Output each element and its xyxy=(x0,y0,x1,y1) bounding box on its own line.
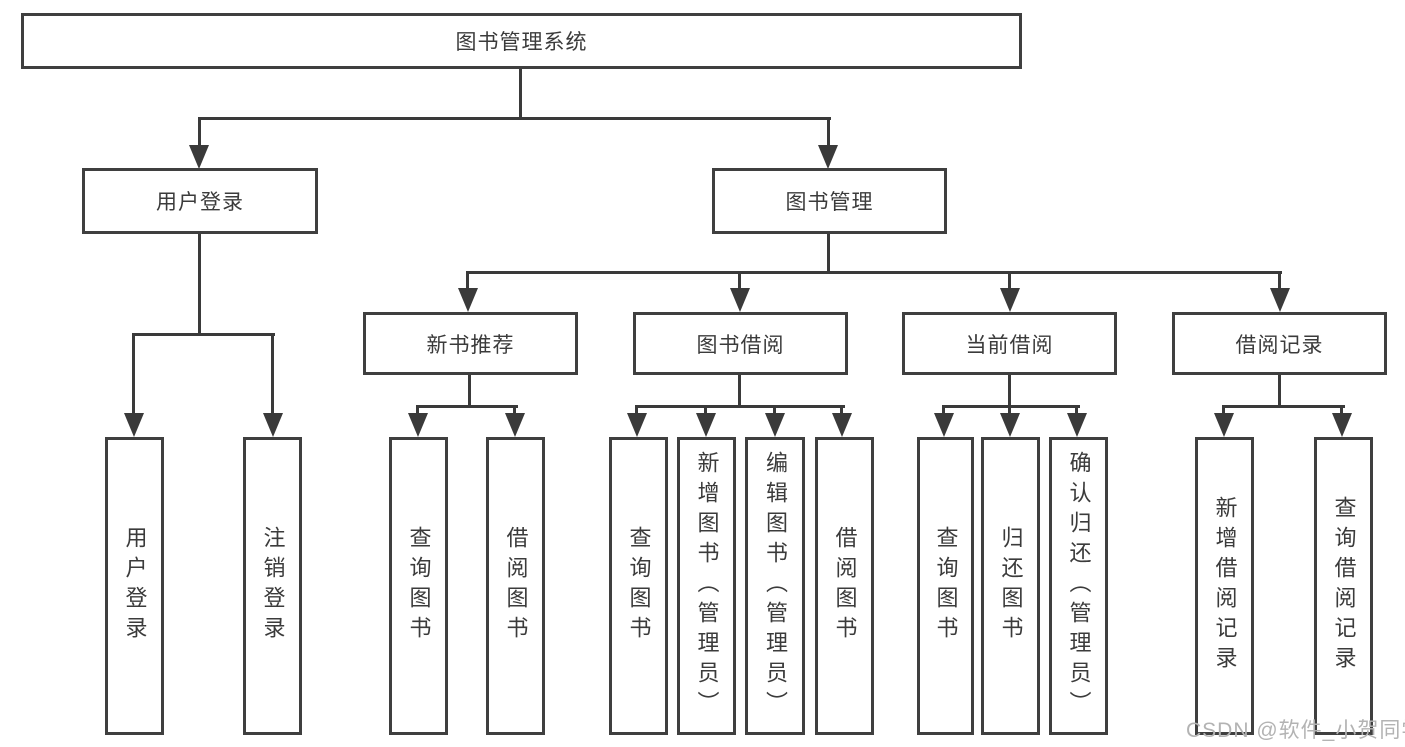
node-borrowing-records: 借阅记录 xyxy=(1172,312,1387,375)
node-current-borrowing-label: 当前借阅 xyxy=(965,333,1054,357)
connector-user-login-drop-left xyxy=(132,335,135,415)
arrow-to-current-borrowing xyxy=(1000,288,1020,312)
leaf-logout: 注销登录 xyxy=(243,437,302,735)
leaf-query-books-recommend: 查询图书 xyxy=(389,437,448,735)
arrow-to-leaf-user-login xyxy=(124,413,144,437)
node-user-login-label: 用户登录 xyxy=(156,191,244,214)
connector-records-drop-2 xyxy=(1340,407,1343,415)
leaf-query-borrow-record: 查询借阅记录 xyxy=(1314,437,1373,735)
csdn-watermark: CSDN @软件_小贺同学 xyxy=(1186,719,1405,742)
connector-current-drop-3 xyxy=(1075,407,1078,415)
leaf-logout-label: 注销登录 xyxy=(260,526,286,646)
connector-level3-drop-1 xyxy=(466,273,469,290)
leaf-query-books-current: 查询图书 xyxy=(917,437,974,735)
connector-borrowing-drop-1 xyxy=(635,407,638,415)
leaf-query-books-recommend-label: 查询图书 xyxy=(406,526,432,646)
arrow-to-book-borrowing xyxy=(730,288,750,312)
connector-level3-drop-2 xyxy=(738,273,741,290)
arrow-to-leaf-query-books-borrowing xyxy=(627,413,647,437)
arrow-to-leaf-borrow-books-borrowing xyxy=(832,413,852,437)
leaf-confirm-return-admin-label: 确认归还（管理员） xyxy=(1066,451,1092,721)
arrow-to-leaf-add-borrow-record xyxy=(1214,413,1234,437)
leaf-add-book-admin-label: 新增图书（管理员） xyxy=(694,451,720,721)
arrow-to-leaf-add-book-admin xyxy=(696,413,716,437)
connector-current-drop-2 xyxy=(1008,407,1011,415)
connector-level2-drop-right xyxy=(827,119,830,146)
connector-borrowing-drop-3 xyxy=(773,407,776,415)
arrow-to-user-login xyxy=(189,145,209,169)
leaf-add-borrow-record: 新增借阅记录 xyxy=(1195,437,1254,735)
arrow-to-leaf-return-book xyxy=(1000,413,1020,437)
connector-borrowing-horizontal xyxy=(635,405,845,408)
connector-level3-horizontal xyxy=(466,271,1282,274)
node-root-library-system: 图书管理系统 xyxy=(21,13,1022,69)
connector-level3-drop-3 xyxy=(1008,273,1011,290)
leaf-user-login: 用户登录 xyxy=(105,437,164,735)
connector-user-login-stem xyxy=(198,233,201,336)
leaf-query-books-current-label: 查询图书 xyxy=(933,526,959,646)
leaf-user-login-label: 用户登录 xyxy=(122,526,148,646)
connector-current-stem xyxy=(1008,375,1011,407)
connector-records-drop-1 xyxy=(1222,407,1225,415)
connector-records-stem xyxy=(1278,375,1281,407)
arrow-to-leaf-logout xyxy=(263,413,283,437)
connector-level3-drop-4 xyxy=(1278,273,1281,290)
arrow-to-new-book-recommend xyxy=(458,288,478,312)
arrow-to-leaf-query-books-current xyxy=(934,413,954,437)
leaf-borrow-books-borrowing-label: 借阅图书 xyxy=(832,526,858,646)
connector-user-login-drop-right xyxy=(271,335,274,415)
connector-recommend-horizontal xyxy=(416,405,518,408)
leaf-confirm-return-admin: 确认归还（管理员） xyxy=(1049,437,1108,735)
node-new-book-recommend-label: 新书推荐 xyxy=(426,333,515,357)
node-new-book-recommend: 新书推荐 xyxy=(363,312,578,375)
leaf-borrow-books-recommend-label: 借阅图书 xyxy=(503,526,529,646)
leaf-query-books-borrowing: 查询图书 xyxy=(609,437,668,735)
node-user-login: 用户登录 xyxy=(82,168,318,234)
leaf-borrow-books-borrowing: 借阅图书 xyxy=(815,437,874,735)
leaf-return-book-label: 归还图书 xyxy=(998,526,1024,646)
connector-borrowing-drop-4 xyxy=(840,407,843,415)
node-book-borrowing: 图书借阅 xyxy=(633,312,848,375)
connector-recommend-drop-1 xyxy=(416,407,419,415)
connector-current-drop-1 xyxy=(942,407,945,415)
connector-level2-drop-left xyxy=(198,119,201,146)
connector-current-horizontal xyxy=(942,405,1080,408)
connector-recommend-drop-2 xyxy=(513,407,516,415)
connector-user-login-horizontal xyxy=(132,333,275,336)
connector-borrowing-stem xyxy=(738,375,741,407)
arrow-to-leaf-edit-book-admin xyxy=(765,413,785,437)
leaf-query-borrow-record-label: 查询借阅记录 xyxy=(1331,496,1357,676)
connector-borrowing-drop-2 xyxy=(704,407,707,415)
arrow-to-borrowing-records xyxy=(1270,288,1290,312)
leaf-add-book-admin: 新增图书（管理员） xyxy=(677,437,736,735)
leaf-query-books-borrowing-label: 查询图书 xyxy=(626,526,652,646)
connector-recommend-stem xyxy=(468,375,471,407)
leaf-borrow-books-recommend: 借阅图书 xyxy=(486,437,545,735)
connector-records-horizontal xyxy=(1222,405,1345,408)
arrow-to-leaf-borrow-books-recommend xyxy=(505,413,525,437)
arrow-to-leaf-confirm-return-admin xyxy=(1067,413,1087,437)
node-current-borrowing: 当前借阅 xyxy=(902,312,1117,375)
leaf-add-borrow-record-label: 新增借阅记录 xyxy=(1212,496,1238,676)
node-borrowing-records-label: 借阅记录 xyxy=(1235,333,1324,357)
node-book-management: 图书管理 xyxy=(712,168,947,234)
connector-root-stem xyxy=(519,68,522,119)
connector-level2-horizontal xyxy=(198,117,831,120)
leaf-edit-book-admin: 编辑图书（管理员） xyxy=(745,437,805,735)
node-book-borrowing-label: 图书借阅 xyxy=(696,333,785,357)
node-root-label: 图书管理系统 xyxy=(455,31,588,54)
leaf-return-book: 归还图书 xyxy=(981,437,1040,735)
node-book-management-label: 图书管理 xyxy=(785,191,874,214)
arrow-to-book-management xyxy=(818,145,838,169)
connector-book-management-stem xyxy=(827,233,830,274)
arrow-to-leaf-query-books-recommend xyxy=(408,413,428,437)
leaf-edit-book-admin-label: 编辑图书（管理员） xyxy=(763,451,788,721)
arrow-to-leaf-query-borrow-record xyxy=(1332,413,1352,437)
